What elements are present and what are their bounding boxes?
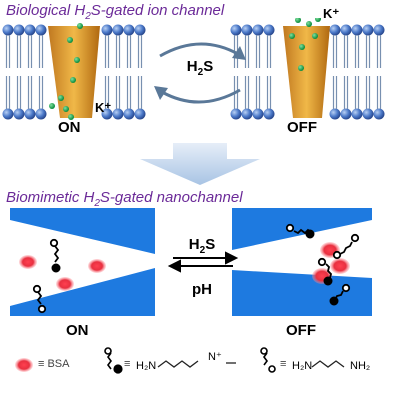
legend-azide-chain-icon [157, 360, 236, 368]
cycle-arrowhead-bottom [154, 86, 168, 100]
top-ion-left: K⁺ [95, 100, 112, 115]
cycle-arrows [159, 42, 241, 104]
transition-arrow [140, 143, 260, 185]
top-diagram [2, 18, 385, 120]
top-center-sub: 2 [197, 67, 204, 78]
legend-azide-linker-icon [104, 347, 123, 374]
legend-icons [15, 347, 345, 374]
arrow-top-pre: H [188, 236, 200, 253]
legend-bsa-icon [15, 358, 33, 372]
right-membrane [230, 24, 385, 120]
bottom-title: Biomimetic H2S-gated nanochannel [6, 189, 243, 209]
bottom-on-label: ON [66, 322, 89, 339]
legend-amine-chain-icon [311, 360, 345, 368]
legend-azide-h2n: H₂N [136, 360, 157, 372]
arrow-bottom-label: pH [192, 281, 212, 298]
arrow-top-post: S [205, 236, 216, 253]
right-linkers [285, 223, 360, 306]
bottom-title-sub: 2 [94, 198, 100, 209]
arrow-top-label: H2S [172, 236, 232, 256]
top-ion-right: K⁺ [323, 6, 340, 21]
legend-azide-n3: N⁺ [208, 351, 222, 363]
top-off-label: OFF [287, 119, 317, 136]
right-nanochannel [232, 208, 372, 316]
legend-amine-h2n: H₂N [292, 360, 313, 372]
arrow-top-sub: 2 [199, 245, 206, 256]
top-title: Biological H2S-gated ion channel [6, 2, 224, 22]
legend-amine-linker-icon [260, 347, 276, 373]
top-center-pre: H [186, 58, 198, 75]
top-title-pre: Biological H [6, 2, 86, 19]
legend-eq2: ≡ [280, 358, 287, 370]
top-title-sub: 2 [85, 11, 91, 22]
right-channel [283, 26, 330, 118]
legend-eq1: ≡ [124, 358, 131, 370]
left-nanochannel [10, 208, 155, 316]
equilibrium-arrows [167, 251, 239, 273]
top-center-post: S [203, 58, 214, 75]
legend-bsa-label: ≡ BSA [38, 358, 70, 370]
bottom-off-label: OFF [286, 322, 316, 339]
bottom-title-pre: Biomimetic H [6, 189, 95, 206]
legend-amine-nh2: NH₂ [350, 360, 371, 372]
cycle-arrowhead-top [232, 46, 246, 60]
bottom-title-post: S-gated nanochannel [99, 189, 243, 206]
right-ion-dots [289, 18, 321, 71]
left-membrane [2, 24, 146, 120]
left-ion-dots [49, 23, 83, 120]
left-channel [48, 26, 100, 118]
left-linkers [32, 238, 61, 314]
top-on-label: ON [58, 119, 81, 136]
top-title-post: S-gated ion channel [90, 2, 225, 19]
left-bsa-particles [19, 255, 106, 291]
bottom-diagram [10, 208, 372, 316]
top-center-label: H2S [170, 58, 230, 78]
